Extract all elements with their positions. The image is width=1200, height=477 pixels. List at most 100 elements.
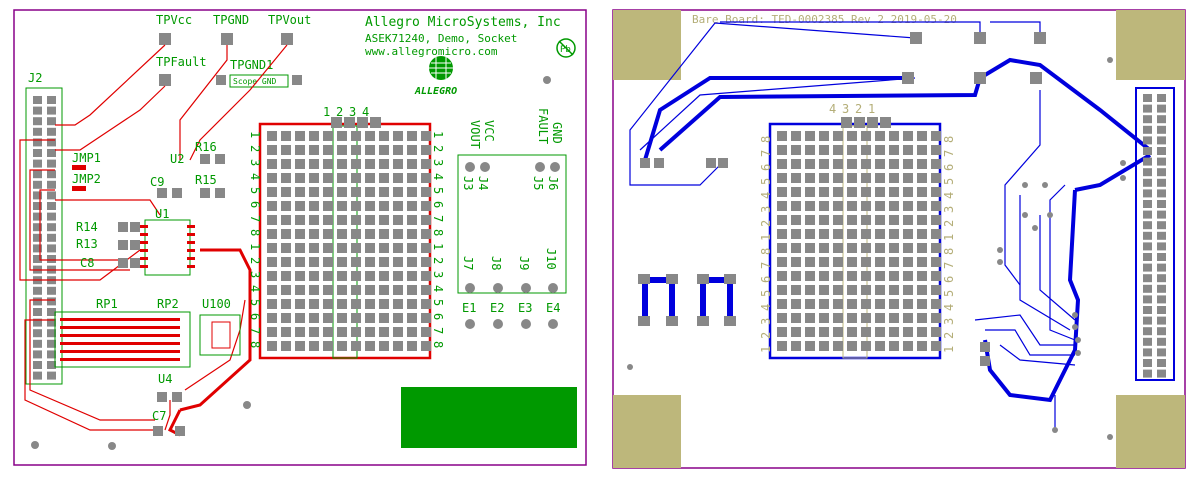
top-grid-pad — [421, 145, 431, 155]
bottom-grid-pad — [791, 173, 801, 183]
j2-pad — [33, 308, 42, 316]
top-grid-pad — [323, 201, 333, 211]
bottom-grid-pad — [889, 257, 899, 267]
top-grid-pad — [281, 327, 291, 337]
j7-label: J7 — [461, 256, 475, 270]
bottom-left-row-number: 2 — [759, 220, 773, 227]
j4-pad — [480, 162, 490, 172]
allegro-logo: ALLEGRO — [414, 56, 457, 97]
bottom-right-row-number: 1 — [942, 346, 956, 353]
bottom-grid-pad — [917, 313, 927, 323]
bottom-connector-pad — [1157, 295, 1166, 304]
top-grid-pad — [309, 173, 319, 183]
bottom-grid-pad — [777, 341, 787, 351]
website-url: www.allegromicro.com — [365, 45, 498, 58]
bottom-grid-pad — [931, 243, 941, 253]
top-grid-pad — [379, 145, 389, 155]
top-grid-pad — [393, 159, 403, 169]
top-grid-pad — [281, 341, 291, 351]
j10-pad — [548, 283, 558, 293]
bottom-connector-pad — [1157, 221, 1166, 230]
j2-pad — [47, 202, 56, 210]
top-grid-pad — [309, 313, 319, 323]
bottom-connector-pad — [1143, 210, 1152, 219]
bottom-grid-pad — [805, 145, 815, 155]
paste-corner-bottom-right — [1116, 395, 1185, 468]
top-grid-pad — [281, 131, 291, 141]
bottom-connector-pad — [1157, 316, 1166, 325]
top-grid-pad — [281, 313, 291, 323]
bottom-connector-pad — [1157, 94, 1166, 102]
top-grid-pad — [407, 215, 417, 225]
bottom-connector-pad — [1143, 125, 1152, 134]
bottom-grid-pad — [875, 145, 885, 155]
tpvcc-pad — [159, 33, 171, 45]
bottom-grid-pad — [847, 159, 857, 169]
bottom-connector-pad — [1157, 136, 1166, 145]
bottom-left-row-number: 6 — [759, 164, 773, 171]
top-grid-pad — [379, 299, 389, 309]
top-grid-pad — [351, 187, 361, 197]
bottom-left-row-number: 4 — [759, 192, 773, 199]
top-grid-pad — [351, 131, 361, 141]
top-grid-pad — [365, 271, 375, 281]
top-grid-pad — [379, 313, 389, 323]
bottom-grid-pad — [861, 257, 871, 267]
bottom-grid-pad — [861, 201, 871, 211]
bottom-connector-pad — [1157, 189, 1166, 198]
bottom-grid-pad — [791, 229, 801, 239]
bottom-connector-pad — [1157, 369, 1166, 378]
bottom-grid-pad — [833, 341, 843, 351]
j2-pad — [33, 286, 42, 295]
top-grid-pad — [337, 187, 347, 197]
bottom-grid-pad — [819, 257, 829, 267]
bottom-connector-pad — [1157, 157, 1166, 166]
tpvout-label: TPVout — [268, 13, 311, 27]
bottom-grid-pad — [791, 201, 801, 211]
bottom-grid-pad — [875, 341, 885, 351]
j7-pad — [465, 283, 475, 293]
bottom-grid-pad — [931, 131, 941, 141]
top-right-row-number: 6 — [431, 201, 445, 208]
top-grid-pad — [323, 187, 333, 197]
top-right-row-number: 3 — [431, 159, 445, 166]
top-right-row-number: 1 — [431, 243, 445, 250]
u100-label: U100 — [202, 297, 231, 311]
bottom-grid-pad — [791, 187, 801, 197]
j2-pad — [47, 96, 56, 104]
bottom-grid-pad — [805, 201, 815, 211]
top-grid-pad — [323, 173, 333, 183]
top-grid-pad — [281, 271, 291, 281]
top-grid-pad — [309, 215, 319, 225]
bottom-grid-pad — [833, 271, 843, 281]
bottom-grid-pad — [917, 257, 927, 267]
allegro-logo-text: ALLEGRO — [414, 86, 457, 97]
bottom-grid-pad — [875, 229, 885, 239]
top-grid-pad — [309, 229, 319, 239]
top-grid-pad — [407, 187, 417, 197]
bottom-connector-pad — [1157, 168, 1166, 177]
top-grid-pad — [281, 187, 291, 197]
bottom-grid-pad — [889, 341, 899, 351]
mount-hole-top-left-b — [108, 442, 116, 450]
bottom-grid-pad — [833, 215, 843, 225]
j2-pad — [33, 297, 42, 306]
bottom-left-row-number: 1 — [759, 346, 773, 353]
bottom-connector-pad — [1143, 221, 1152, 230]
j2-pad — [47, 318, 56, 327]
top-grid-pad — [295, 187, 305, 197]
bottom-jumpers — [642, 277, 733, 320]
bottom-grid-pad — [819, 215, 829, 225]
bottom-grid-pad — [847, 327, 857, 337]
top-right-row-number: 4 — [431, 173, 445, 180]
top-grid-pad — [379, 327, 389, 337]
j2-pad — [47, 138, 56, 147]
bottom-grid-pad — [889, 299, 899, 309]
top-grid-pad — [365, 299, 375, 309]
tpgnd1-pad-b — [292, 75, 302, 85]
top-grid-pad — [379, 341, 389, 351]
top-grid-pad — [281, 299, 291, 309]
